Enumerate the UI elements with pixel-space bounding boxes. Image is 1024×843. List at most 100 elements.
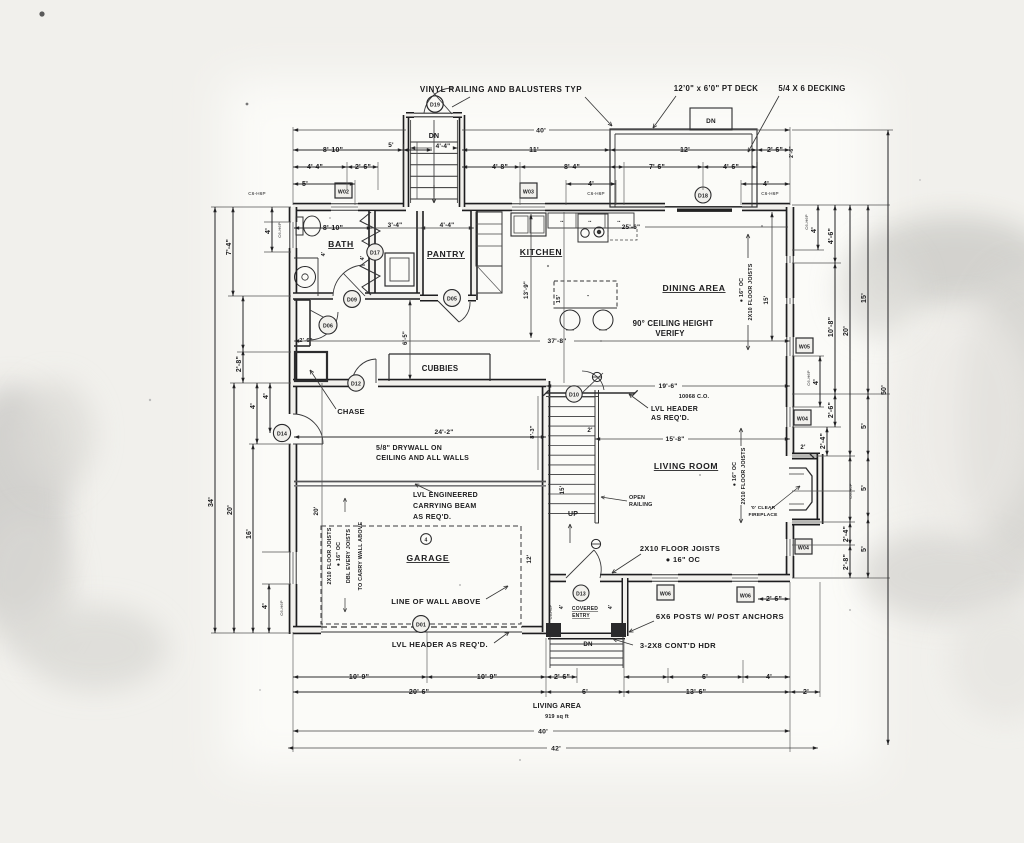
svg-text:W04: W04: [797, 417, 808, 423]
svg-text:4'-4": 4'-4": [436, 143, 451, 150]
svg-text:● 16" OC: ● 16" OC: [336, 542, 342, 567]
svg-text:D10: D10: [569, 393, 579, 399]
svg-text:CEILING AND ALL WALLS: CEILING AND ALL WALLS: [376, 455, 469, 462]
svg-text:W04: W04: [798, 546, 809, 552]
svg-text:2'-6": 2'-6": [828, 402, 835, 418]
svg-text:4': 4': [263, 393, 270, 399]
svg-text:5': 5': [861, 546, 868, 552]
svg-text:DINING AREA: DINING AREA: [662, 283, 725, 293]
svg-text:2X10 FLOOR JOISTS: 2X10 FLOOR JOISTS: [748, 263, 754, 320]
svg-text:10068 C.O.: 10068 C.O.: [679, 394, 710, 400]
svg-text:13'-6": 13'-6": [686, 689, 706, 696]
svg-text:4: 4: [425, 538, 428, 544]
svg-text:7'-6": 7'-6": [649, 164, 665, 171]
svg-text:C6-H6P: C6-H6P: [549, 604, 553, 619]
svg-text:6': 6': [702, 674, 708, 681]
svg-text:40': 40': [536, 128, 546, 135]
svg-text:50': 50': [881, 385, 888, 395]
svg-text:3-2X8 CONT'D HDR: 3-2X8 CONT'D HDR: [640, 641, 716, 650]
svg-text:4': 4': [250, 403, 257, 409]
svg-text:KITCHEN: KITCHEN: [520, 247, 562, 257]
svg-text:8'-10": 8'-10": [323, 225, 343, 232]
svg-text:LVL HEADER AS REQ'D.: LVL HEADER AS REQ'D.: [392, 640, 488, 649]
svg-text:4': 4': [813, 379, 820, 385]
svg-text:C6-H6P: C6-H6P: [279, 600, 284, 616]
svg-text:2': 2': [803, 689, 809, 696]
svg-text:W05: W05: [799, 345, 810, 351]
svg-text:2X10 FLOOR JOISTS: 2X10 FLOOR JOISTS: [327, 527, 333, 584]
svg-text:● 16" OC: ● 16" OC: [666, 555, 701, 564]
svg-text:D01: D01: [416, 623, 426, 629]
svg-text:4': 4': [763, 181, 769, 188]
svg-text:2'-6": 2'-6": [766, 596, 782, 603]
svg-text:15': 15': [560, 485, 566, 494]
svg-text:4': 4': [262, 603, 269, 609]
svg-text:37'-8": 37'-8": [547, 338, 566, 345]
svg-text:10'-9": 10'-9": [349, 674, 369, 681]
svg-text:2X10 FLOOR JOISTS: 2X10 FLOOR JOISTS: [741, 447, 747, 504]
svg-text:5': 5': [861, 423, 868, 429]
svg-text:C6-H6P: C6-H6P: [848, 483, 853, 499]
svg-text:W03: W03: [523, 190, 534, 196]
svg-text:40': 40': [538, 729, 548, 736]
svg-text:6': 6': [582, 689, 588, 696]
svg-text:24'-2": 24'-2": [434, 429, 453, 436]
svg-text:2': 2': [800, 445, 806, 451]
svg-text:D17: D17: [370, 251, 380, 257]
svg-text:OPEN: OPEN: [629, 495, 645, 501]
svg-text:C6-H6P: C6-H6P: [806, 370, 811, 386]
svg-text:4': 4': [811, 227, 818, 233]
svg-text:W02: W02: [338, 190, 349, 196]
svg-text:8'-3": 8'-3": [530, 425, 536, 439]
svg-text:LIVING AREA: LIVING AREA: [533, 701, 581, 710]
svg-text:4'-6": 4'-6": [723, 164, 739, 171]
svg-text:● 16" OC: ● 16" OC: [732, 462, 738, 487]
svg-text:DN: DN: [429, 133, 440, 140]
svg-text:DBL EVERY JOISTS: DBL EVERY JOISTS: [346, 529, 352, 584]
svg-text:8'-10": 8'-10": [323, 147, 343, 154]
svg-text:2': 2': [587, 427, 593, 434]
svg-text:2'-6": 2'-6": [789, 146, 795, 158]
svg-text:D18: D18: [698, 194, 708, 200]
svg-text:2'-8": 2'-8": [843, 554, 850, 570]
svg-text:5': 5': [861, 485, 868, 491]
svg-text:2'-6": 2'-6": [554, 674, 570, 681]
svg-text:25'-6": 25'-6": [622, 224, 641, 231]
svg-text:4': 4': [360, 256, 366, 261]
svg-text:D06: D06: [323, 324, 333, 330]
svg-text:2'-6": 2'-6": [299, 338, 313, 344]
svg-text:2'-8": 2'-8": [236, 356, 243, 372]
svg-text:4': 4': [321, 252, 327, 257]
svg-text:34': 34': [208, 497, 215, 507]
svg-text:10'-9": 10'-9": [477, 674, 497, 681]
svg-text:LVL ENGINEERED: LVL ENGINEERED: [413, 492, 478, 499]
svg-text:LVL HEADER: LVL HEADER: [651, 406, 698, 413]
svg-text:8'-4": 8'-4": [564, 164, 580, 171]
svg-text:C6-H6P: C6-H6P: [804, 214, 809, 230]
svg-text:4'-6": 4'-6": [828, 228, 835, 244]
svg-text:90° CEILING HEIGHT: 90° CEILING HEIGHT: [633, 319, 714, 328]
svg-text:D12: D12: [351, 382, 361, 388]
svg-text:VERIFY: VERIFY: [655, 329, 685, 338]
svg-text:4': 4': [588, 181, 594, 188]
svg-text:4': 4': [265, 228, 272, 234]
svg-text:20': 20': [843, 326, 850, 336]
svg-text:DN: DN: [706, 118, 716, 125]
svg-text:11': 11': [529, 147, 539, 154]
svg-text:BATH: BATH: [328, 239, 354, 249]
svg-text:919 sq ft: 919 sq ft: [545, 714, 569, 720]
svg-text:TO CARRY WALL ABOVE: TO CARRY WALL ABOVE: [358, 521, 364, 590]
svg-text:12': 12': [526, 554, 533, 563]
svg-text:C6-H6P: C6-H6P: [248, 191, 266, 196]
svg-text:FIREPLACE: FIREPLACE: [749, 512, 779, 518]
svg-text:5': 5': [302, 181, 308, 188]
svg-text:2X10 FLOOR JOISTS: 2X10 FLOOR JOISTS: [640, 544, 720, 553]
svg-text:5/4 X 6 DECKING: 5/4 X 6 DECKING: [778, 84, 845, 93]
svg-text:▪▪: ▪▪: [588, 219, 592, 224]
svg-text:CHASE: CHASE: [337, 407, 365, 416]
svg-text:16': 16': [246, 529, 253, 539]
svg-text:6X6 POSTS W/ POST ANCHORS: 6X6 POSTS W/ POST ANCHORS: [656, 612, 784, 621]
svg-text:● 16" OC: ● 16" OC: [739, 278, 745, 303]
svg-text:3'-4": 3'-4": [388, 222, 403, 229]
svg-text:C6-H6P: C6-H6P: [587, 191, 605, 196]
